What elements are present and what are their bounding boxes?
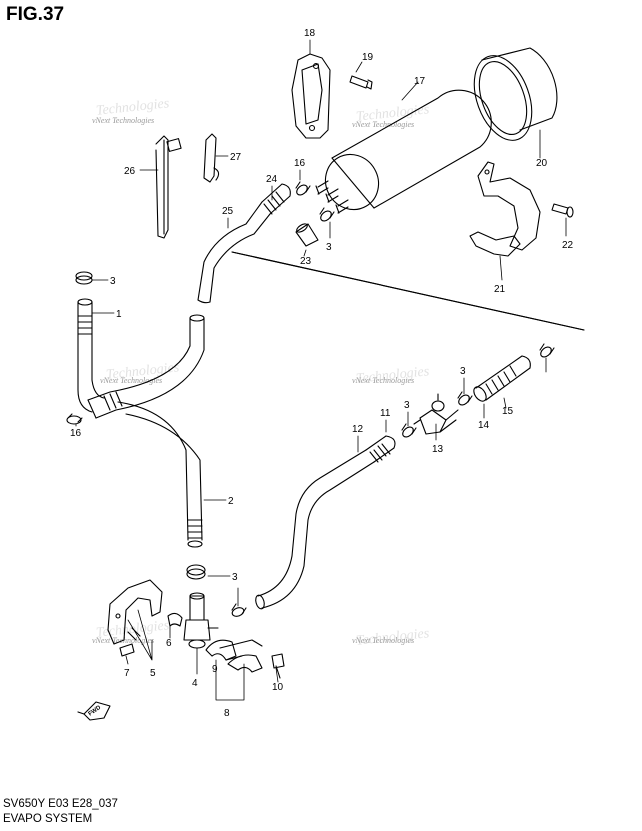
callout-3: 3 <box>404 400 410 411</box>
part-26 <box>155 135 182 239</box>
bracket-5 <box>107 579 163 645</box>
bolt-22 <box>551 203 574 218</box>
callout-24: 24 <box>266 174 278 185</box>
band-20 <box>473 47 558 141</box>
bracket-18 <box>291 53 331 139</box>
watermark: vNext Technologies <box>352 636 415 645</box>
callout-13: 13 <box>432 444 444 455</box>
callout-3: 3 <box>232 572 238 583</box>
hose-1 <box>77 298 105 413</box>
reference-line-2 <box>231 251 585 331</box>
callout-21: 21 <box>494 284 506 295</box>
clamp-3-right <box>539 343 555 358</box>
fwd-label: FWD <box>88 704 103 717</box>
callout-23: 23 <box>300 256 312 267</box>
grommet-7 <box>119 643 135 657</box>
hose-25 <box>197 183 291 304</box>
bracket-21 <box>469 161 541 257</box>
callout-27: 27 <box>230 152 242 163</box>
callout-20: 20 <box>536 158 548 169</box>
clamp-16-left <box>66 413 83 425</box>
clamp-3-mid <box>186 564 206 580</box>
valve-4 <box>183 592 219 649</box>
clamp-3-left <box>75 271 93 285</box>
callout-7: 7 <box>124 668 130 679</box>
callout-16: 16 <box>294 158 306 169</box>
callout-26: 26 <box>124 166 136 177</box>
callout-11: 11 <box>380 408 391 419</box>
callout-17: 17 <box>414 76 426 87</box>
fwd-arrow <box>77 701 111 721</box>
bolt-10 <box>271 653 285 679</box>
callout-25: 25 <box>222 206 234 217</box>
leader-lines <box>75 39 567 701</box>
model-code: SV650Y E03 E28_037 <box>3 798 118 810</box>
bracket-8 <box>219 639 263 673</box>
callout-8: 8 <box>224 708 230 719</box>
watermark: vNext Technologies <box>352 376 415 385</box>
callout-2: 2 <box>228 496 234 507</box>
watermark: vNext Technologies <box>352 120 415 129</box>
part-23 <box>295 223 319 247</box>
hose-15 <box>473 355 531 402</box>
canister <box>315 89 492 214</box>
callout-5: 5 <box>150 668 156 679</box>
callout-15: 15 <box>502 406 514 417</box>
callout-3: 3 <box>110 276 116 287</box>
watermark: vNext Technologies <box>92 116 155 125</box>
callout-14: 14 <box>478 420 490 431</box>
hose-2 <box>87 314 205 548</box>
callout-22: 22 <box>562 240 574 251</box>
clamp-3-hose14 <box>457 391 473 406</box>
callout-1: 1 <box>116 309 122 320</box>
callout-18: 18 <box>304 28 316 39</box>
bolt-19 <box>349 75 373 90</box>
callout-9: 9 <box>212 664 218 675</box>
clamp-3-lower <box>231 603 247 617</box>
callout-3: 3 <box>460 366 466 377</box>
callout-10: 10 <box>272 682 284 693</box>
clamp-16-top <box>295 181 311 196</box>
clip-6 <box>167 612 183 627</box>
valve-13 <box>413 393 459 435</box>
callout-19: 19 <box>362 52 374 63</box>
callout-6: 6 <box>166 638 172 649</box>
clamp-3-canister <box>319 207 335 222</box>
figure-title: FIG.37 <box>6 4 65 25</box>
bracket-9 <box>205 639 243 661</box>
callout-16: 16 <box>70 428 82 439</box>
callout-labels: 1 2 3 3 3 3 3 3 4 5 6 7 8 9 10 11 12 13 … <box>70 28 574 719</box>
clip-27 <box>203 133 220 183</box>
callout-3: 3 <box>326 242 332 253</box>
hose-12 <box>255 435 396 610</box>
callout-4: 4 <box>192 678 198 689</box>
watermark: vNext Technologies <box>100 376 163 385</box>
clamp-3-hose11 <box>401 423 417 438</box>
system-name: EVAPO SYSTEM <box>3 813 93 825</box>
callout-12: 12 <box>352 424 364 435</box>
